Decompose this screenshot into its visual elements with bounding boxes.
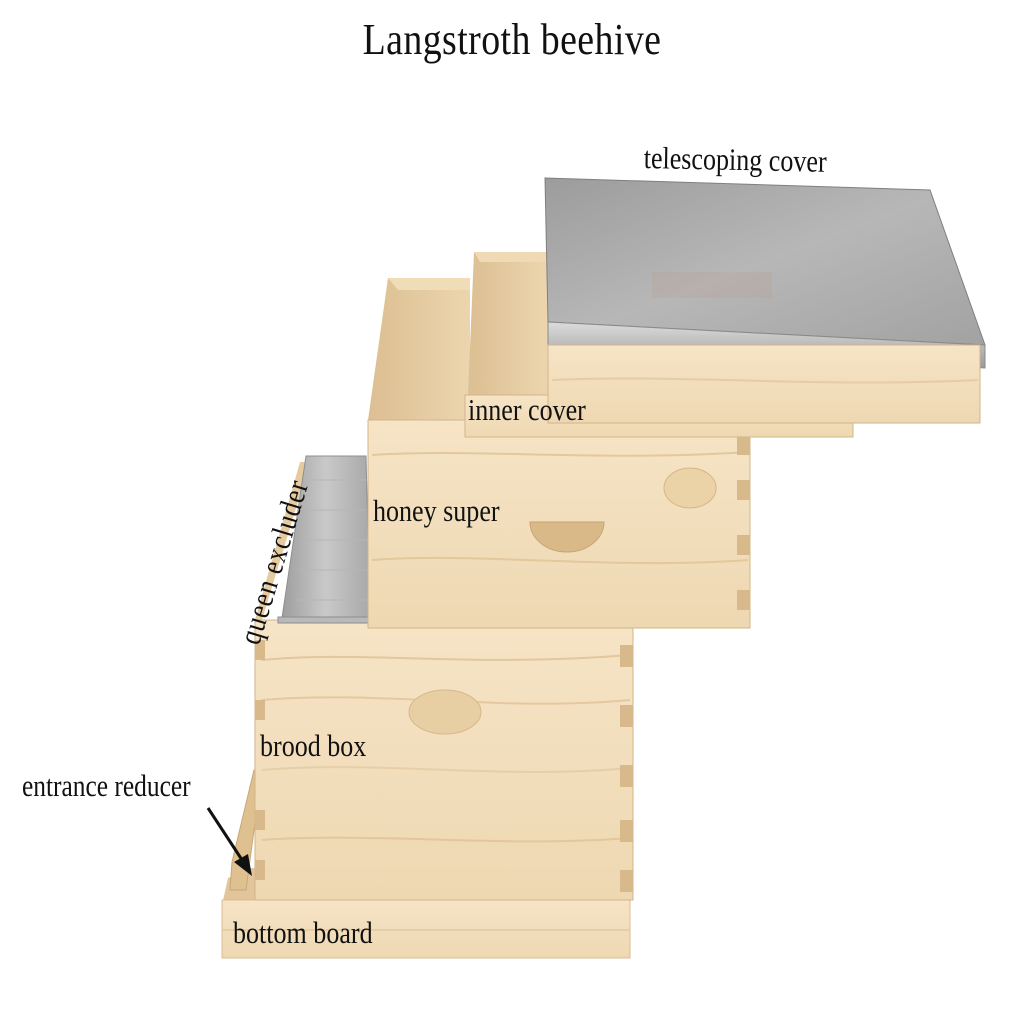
label-brood-box: brood box [260, 728, 367, 763]
brood-box [254, 462, 634, 901]
label-entrance-reducer: entrance reducer [22, 768, 191, 803]
label-bottom-board: bottom board [233, 915, 373, 950]
honey-super [367, 278, 751, 629]
label-honey-super: honey super [373, 493, 500, 528]
label-telescoping-cover: telescoping cover [643, 140, 827, 179]
label-inner-cover: inner cover [468, 392, 586, 427]
telescoping-cover [544, 177, 986, 424]
entrance-reducer-arrow [206, 807, 252, 876]
diagram-title: Langstroth beehive [362, 15, 662, 64]
